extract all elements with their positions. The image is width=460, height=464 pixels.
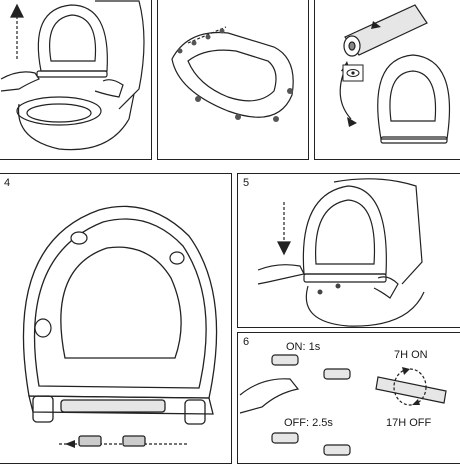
panel-2-hinge-parts: [157, 0, 309, 160]
step-number: 6: [243, 336, 250, 348]
remove-seat-illustration: [0, 0, 145, 151]
on-duration-label: ON: 1s: [286, 341, 321, 353]
panel-5-install-seat: 5: [237, 173, 460, 328]
panel-3-damper-check: [314, 0, 460, 160]
damper-illustration: [339, 4, 451, 144]
eye-icon: [342, 64, 364, 82]
panel-1-remove-seat: [0, 0, 152, 160]
step-number: 4: [4, 177, 11, 189]
seven-h-on-label: 7H ON: [394, 349, 428, 361]
install-seat-illustration: [257, 178, 425, 327]
panel-6-damper-timing: 6 ON: 1s OFF: 2.5s 7H ON 17H OFF: [237, 332, 460, 464]
seventeen-h-off-label: 17H OFF: [386, 417, 432, 429]
step-number: 5: [243, 177, 250, 189]
seat-underside-large-illustration: [22, 205, 218, 448]
panel-4-seat-underside: 4: [0, 173, 232, 464]
seat-underside-illustration: [171, 26, 294, 122]
off-duration-label: OFF: 2.5s: [284, 417, 333, 429]
damper-timing-illustration: [239, 354, 447, 456]
